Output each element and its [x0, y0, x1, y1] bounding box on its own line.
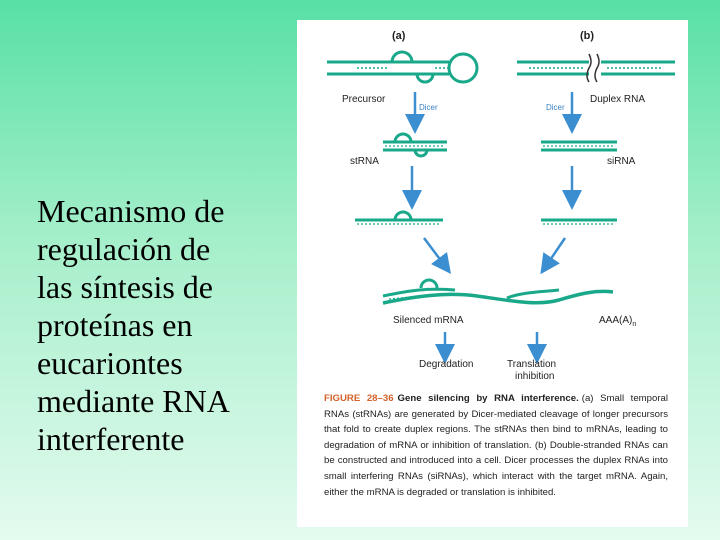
sirna-label: siRNA	[607, 156, 636, 167]
silenced-mrna-label: Silenced mRNA	[393, 315, 464, 326]
dicer-label-b: Dicer	[546, 103, 565, 112]
translation-label-line1: Translation	[507, 359, 556, 370]
rnai-diagram: (a) (b) Precursor Duplex RNA D	[297, 20, 688, 380]
title-line: proteínas en	[37, 306, 287, 344]
panel-a-label: (a)	[392, 30, 406, 42]
sirna-single-strand	[541, 220, 617, 224]
duplex-label: Duplex RNA	[590, 94, 645, 105]
polya-label: AAA(A)n	[599, 315, 636, 328]
caption-label: FIGURE 28–36	[324, 393, 394, 404]
title-line: mediante RNA	[37, 382, 287, 420]
dicer-label-a: Dicer	[419, 103, 438, 112]
figure-caption: FIGURE 28–36 Gene silencing by RNA interf…	[324, 391, 668, 500]
strna-label: stRNA	[350, 156, 379, 167]
title-line: interferente	[37, 420, 287, 458]
panel-b-label: (b)	[580, 30, 594, 42]
converge-arrow-right	[546, 238, 565, 266]
title-line: eucariontes	[37, 344, 287, 382]
title-line: Mecanismo de	[37, 192, 287, 230]
slide-title: Mecanismo de regulación de las síntesis …	[37, 192, 287, 458]
rnai-figure: (a) (b) Precursor Duplex RNA D	[297, 20, 688, 527]
sirna-duplex	[541, 142, 617, 150]
caption-title: Gene silencing by RNA interference.	[398, 393, 579, 404]
title-line: regulación de	[37, 230, 287, 268]
caption-body: (a) Small temporal RNAs (stRNAs) are gen…	[324, 393, 668, 498]
silenced-mrna	[383, 280, 613, 303]
strna-single-strand	[355, 212, 443, 224]
translation-label-line2: inhibition	[515, 371, 554, 380]
degradation-label: Degradation	[419, 359, 473, 370]
title-line: las síntesis de	[37, 268, 287, 306]
converge-arrow-left	[424, 238, 445, 266]
duplex-rna	[517, 54, 675, 82]
precursor-hairpin	[327, 52, 477, 82]
strna-duplex	[383, 134, 447, 156]
precursor-label: Precursor	[342, 94, 386, 105]
